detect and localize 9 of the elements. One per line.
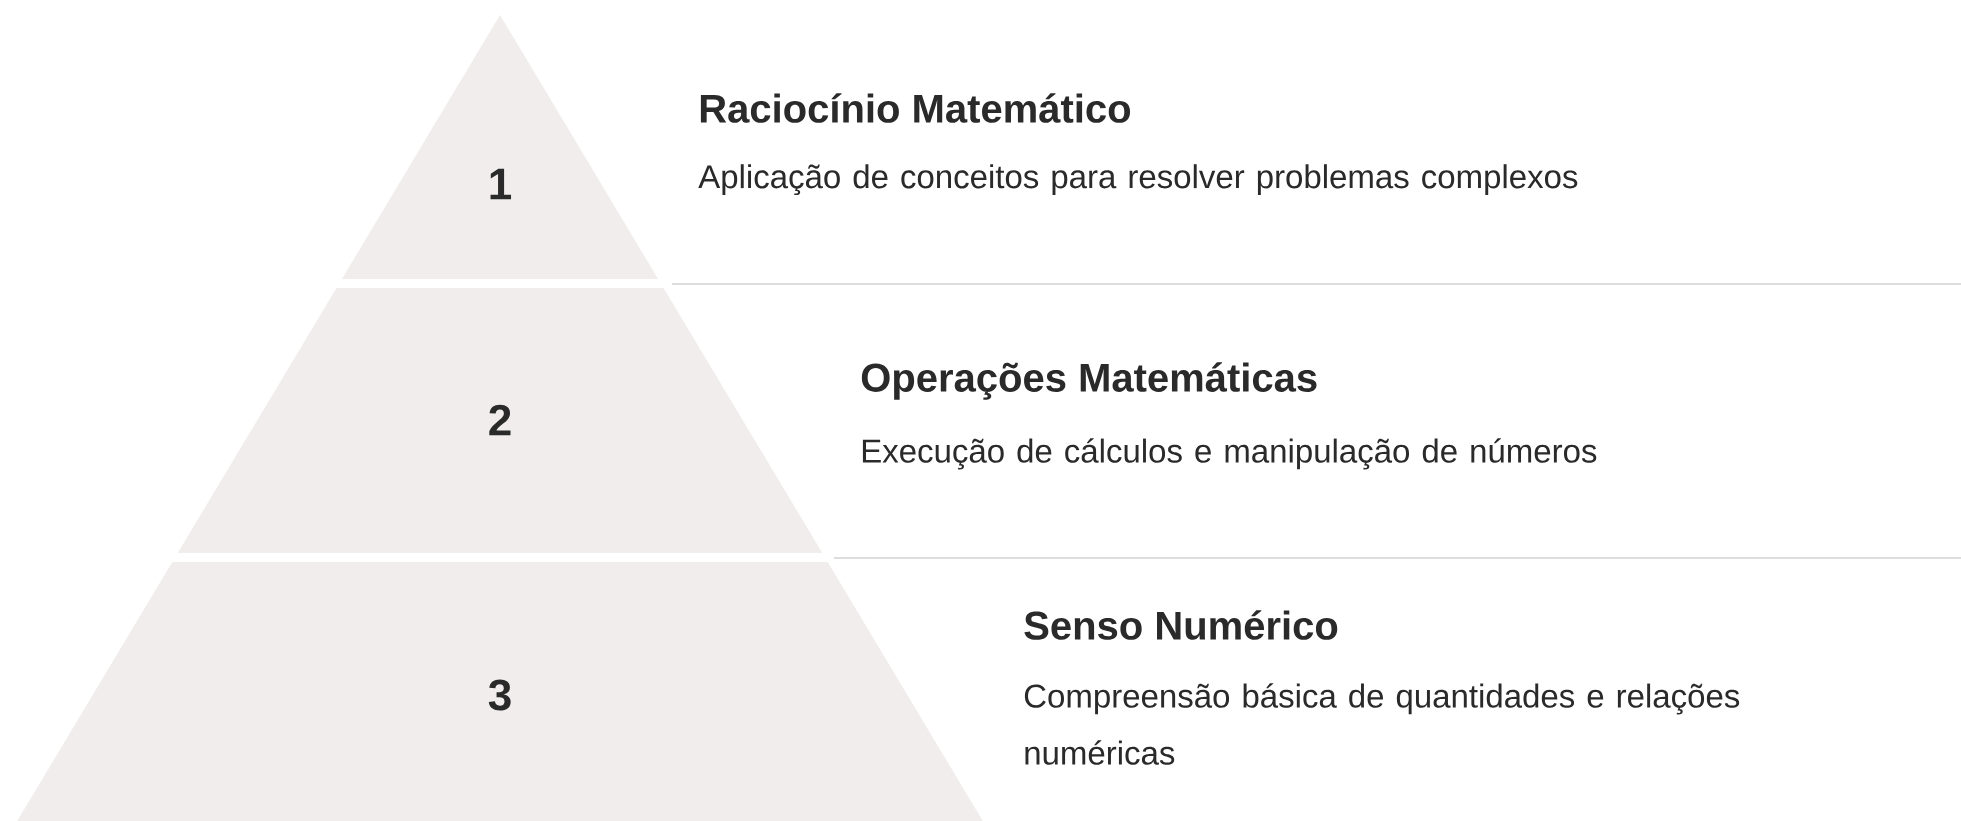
tier-description: Execução de cálculos e manipulação de números	[862, 438, 1597, 470]
tier-title: Raciocínio Matemático	[700, 93, 1131, 123]
tier-title: Operações Matemáticas	[861, 362, 1317, 400]
tier-title: Senso Numérico	[1024, 610, 1338, 640]
tier-description: Aplicação de conceitos para resolver problemas complexos	[698, 164, 1578, 196]
pyramid-tier: 2	[177, 288, 823, 553]
tier-description: Compreensão básica de quantidades e relações numéricas	[1024, 683, 1740, 765]
pyramid-tier: 3	[17, 562, 983, 821]
pyramid-tier: 1	[341, 15, 659, 279]
